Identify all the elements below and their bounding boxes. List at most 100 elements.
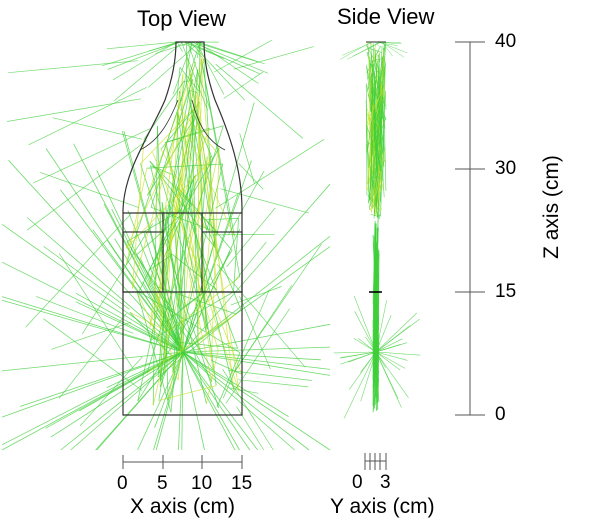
top-view-title: Top View (137, 6, 226, 31)
ray (340, 351, 377, 365)
ray (60, 351, 184, 451)
ray (183, 41, 189, 46)
ray (375, 351, 401, 371)
ray (186, 82, 218, 256)
ray (159, 111, 195, 382)
z-tick-label-30: 30 (495, 158, 517, 179)
ray (228, 370, 312, 381)
ray (373, 304, 375, 346)
side-view-rays (333, 41, 421, 419)
ray (225, 308, 290, 404)
ray (198, 97, 218, 290)
ray (215, 63, 304, 139)
ray (182, 228, 241, 353)
ray (366, 92, 382, 123)
ray (375, 300, 387, 353)
ray (181, 351, 184, 451)
ray (222, 290, 270, 399)
ray (375, 351, 421, 356)
ray (172, 69, 199, 373)
ray (112, 41, 177, 81)
y-axis-title: Y axis (cm) (330, 495, 435, 518)
ray (374, 44, 387, 190)
ray (228, 387, 259, 394)
ray (375, 338, 403, 353)
x-tick-label-5: 5 (157, 473, 168, 494)
ray (333, 351, 377, 354)
ray (385, 90, 387, 110)
ray (1, 351, 184, 451)
ray (137, 351, 184, 451)
ray (1, 351, 184, 418)
ray (136, 292, 172, 413)
ray (59, 253, 133, 368)
ray (182, 351, 205, 451)
ray (214, 39, 273, 73)
ray (150, 78, 194, 208)
ray (215, 139, 325, 209)
ray (375, 325, 411, 353)
ray (176, 186, 238, 349)
ray (368, 55, 373, 213)
ray (374, 41, 398, 46)
ray (375, 150, 385, 216)
ray (238, 379, 309, 388)
ray (200, 58, 235, 237)
ray (175, 67, 181, 105)
ray (187, 41, 211, 110)
ray (156, 286, 213, 382)
z-tick-label-0: 0 (495, 404, 506, 425)
top-bottle-neck-curve-left (139, 99, 179, 151)
ray (137, 250, 233, 402)
ray (236, 406, 265, 451)
ray (373, 272, 377, 411)
ray (222, 369, 274, 451)
ray (155, 351, 184, 451)
z-tick-label-40: 40 (495, 31, 517, 52)
ray (233, 241, 267, 283)
ray (372, 104, 376, 214)
ray (182, 351, 236, 451)
ray (195, 41, 225, 95)
top-bottle-left-compartment (122, 231, 164, 293)
ray (159, 174, 208, 330)
ray (375, 351, 409, 398)
side-view-bottle-outline (366, 41, 386, 293)
ray (8, 160, 184, 353)
ray (375, 351, 399, 400)
ray (172, 163, 224, 373)
ray (191, 109, 199, 354)
ray (238, 163, 264, 190)
ray (129, 311, 169, 333)
ray (189, 41, 246, 101)
ray (79, 356, 143, 427)
ray (182, 351, 259, 451)
top-view-rays (1, 39, 331, 451)
ray (234, 244, 322, 372)
ray (7, 98, 141, 122)
ray (216, 264, 306, 368)
z-axis-ruler (455, 41, 485, 416)
ray (177, 58, 202, 200)
ray (378, 54, 380, 125)
ray (175, 104, 219, 154)
ray (180, 342, 238, 349)
ray (159, 205, 170, 382)
ray (28, 86, 147, 146)
ray (353, 295, 377, 353)
ray (367, 52, 369, 55)
ray (370, 170, 380, 214)
ray (365, 336, 377, 353)
ray (379, 185, 382, 204)
ray (372, 138, 383, 154)
ray (125, 158, 213, 249)
ray (125, 43, 200, 266)
ray (358, 338, 377, 353)
ray (206, 350, 219, 404)
ray (227, 170, 265, 236)
ray (33, 128, 151, 184)
ray (360, 351, 377, 402)
ray (369, 93, 376, 200)
ray (26, 217, 184, 353)
ray (113, 41, 184, 102)
